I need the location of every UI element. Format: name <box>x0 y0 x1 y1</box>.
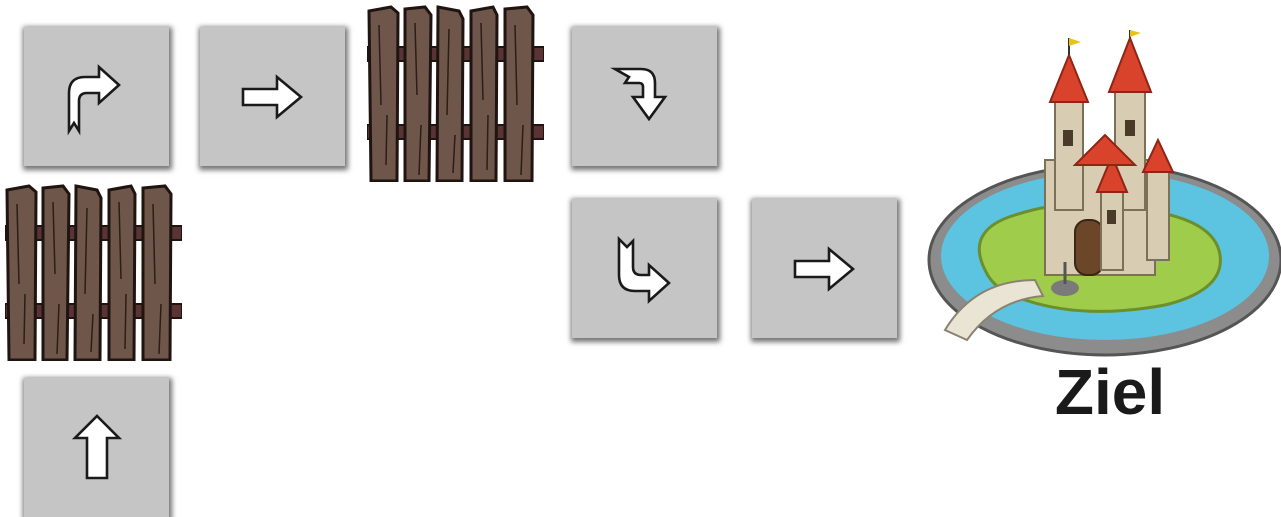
castle-icon <box>925 30 1281 360</box>
arrow-turn-right-icon <box>57 57 137 137</box>
tile-partial[interactable] <box>24 378 169 517</box>
goal-label: Ziel <box>1040 360 1180 424</box>
arrow-turn-down-icon <box>605 57 685 137</box>
tile-down-right[interactable] <box>572 199 717 338</box>
fence-icon <box>367 5 544 182</box>
tile-arrow-right[interactable] <box>200 27 345 166</box>
arrow-up-icon <box>57 408 137 488</box>
arrow-down-right-icon <box>605 229 685 309</box>
tile-turn-right-up[interactable] <box>24 27 169 166</box>
tile-arrow-right-2[interactable] <box>752 199 897 338</box>
fence-icon <box>5 184 182 361</box>
arrow-right-icon <box>233 57 313 137</box>
tile-turn-down[interactable] <box>572 27 717 166</box>
arrow-right-icon <box>785 229 865 309</box>
